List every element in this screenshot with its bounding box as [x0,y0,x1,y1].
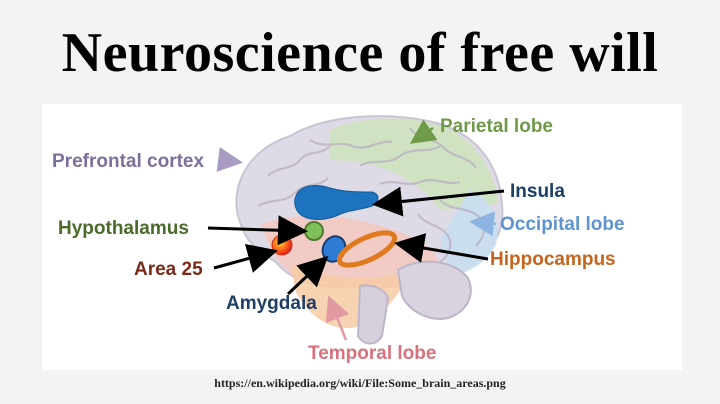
insula-shape [294,185,379,220]
arrow-hypothalamus [207,215,308,246]
area25-shape [271,234,293,256]
label-prefrontal-cortex: Prefrontal cortex [52,151,204,172]
arrow-temporal [325,295,350,341]
parietal-region [330,118,498,210]
label-occipital-lobe: Occipital lobe [500,214,625,235]
arrow-area25 [213,243,278,273]
label-amygdala: Amygdala [226,293,317,314]
label-hippocampus: Hippocampus [490,249,616,270]
label-temporal-lobe: Temporal lobe [308,343,436,364]
source-url: https://en.wikipedia.org/wiki/File:Some_… [214,376,506,390]
arrow-insula [372,186,505,217]
arrow-hippocampus [394,233,489,263]
arrow-amygdala [286,255,329,296]
page-title: Neuroscience of free will [61,22,659,84]
hypothalamus-shape [304,221,324,241]
cerebellum [396,260,472,320]
arrow-occipital [469,211,497,237]
arrow-parietal [409,119,438,144]
brainstem [356,284,390,345]
label-hypothalamus: Hypothalamus [58,218,189,239]
label-parietal-lobe: Parietal lobe [440,116,553,137]
arrow-prefrontal [216,147,243,172]
label-area-25: Area 25 [134,259,203,280]
label-insula: Insula [510,181,565,202]
